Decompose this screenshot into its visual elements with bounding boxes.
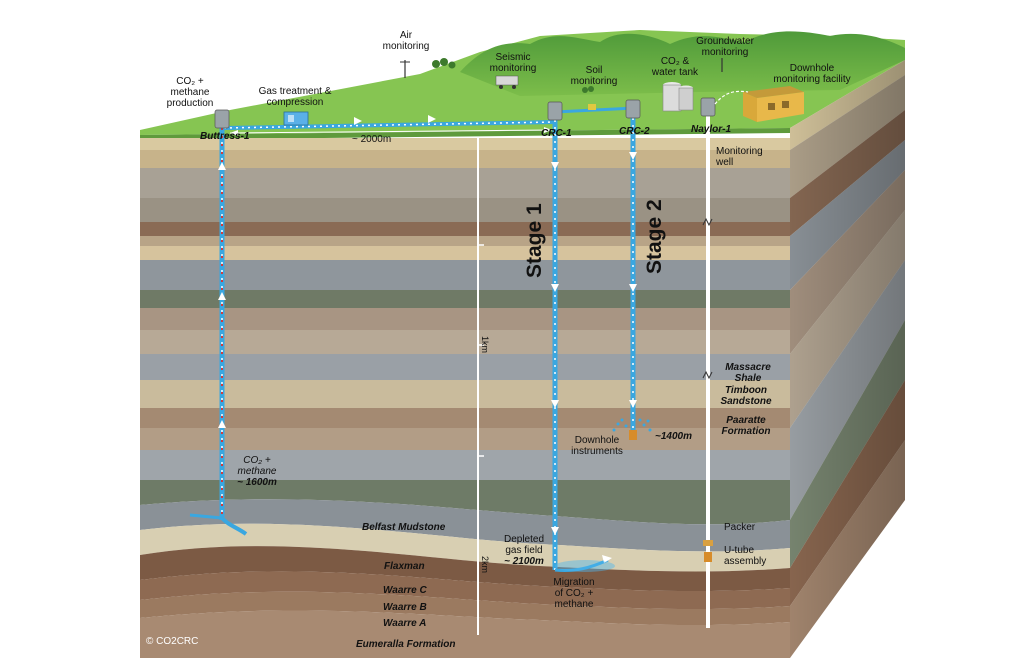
co2-methane-1600-label: CO₂ +methane~ 1600m bbox=[237, 455, 277, 488]
air-monitoring-mast bbox=[400, 60, 410, 78]
well-crc-2 bbox=[612, 99, 652, 440]
hills bbox=[460, 31, 905, 96]
seismic-truck bbox=[495, 75, 519, 89]
well-buttress-1 bbox=[189, 109, 248, 536]
buttress-1-label: Buttress-1 bbox=[200, 131, 250, 142]
gas-treatment-plant bbox=[283, 111, 309, 126]
trees bbox=[432, 58, 594, 93]
well-naylor-1 bbox=[700, 97, 716, 628]
strata-front bbox=[140, 138, 790, 658]
eumeralla-formation-label: Eumeralla Formation bbox=[356, 639, 456, 650]
copyright-label: © CO2CRC bbox=[146, 636, 199, 647]
waarre-a-label: Waarre A bbox=[383, 618, 427, 629]
depth-2km-label: 2km bbox=[480, 556, 490, 574]
monitoring-building bbox=[743, 86, 804, 122]
packer-label: Packer bbox=[724, 522, 756, 533]
distance-label: ~ 2000m bbox=[352, 134, 392, 145]
naylor-1-label: Naylor-1 bbox=[691, 124, 732, 135]
stage-1-label: Stage 1 bbox=[523, 203, 546, 278]
flaxman-label: Flaxman bbox=[384, 561, 425, 572]
soil-probe bbox=[588, 104, 596, 110]
co2-plume bbox=[555, 560, 615, 572]
water-tanks bbox=[662, 82, 694, 112]
stage-2-label: Stage 2 bbox=[643, 199, 666, 274]
gas-treatment-label: Gas treatment &compression bbox=[258, 86, 332, 108]
depth-1400-label: ~1400m bbox=[655, 431, 692, 442]
belfast-mudstone-label: Belfast Mudstone bbox=[362, 522, 446, 533]
waarre-b-label: Waarre B bbox=[383, 602, 427, 613]
waarre-c-label: Waarre C bbox=[383, 585, 427, 596]
crc-1-label: CRC-1 bbox=[541, 128, 572, 139]
co2-water-tank-label: CO₂ &water tank bbox=[651, 56, 699, 78]
strata-side bbox=[790, 60, 905, 658]
well-crc-1 bbox=[547, 101, 612, 572]
depth-scale bbox=[477, 138, 484, 635]
depth-1km-label: 1km bbox=[480, 336, 490, 354]
crc-2-label: CRC-2 bbox=[619, 126, 650, 137]
